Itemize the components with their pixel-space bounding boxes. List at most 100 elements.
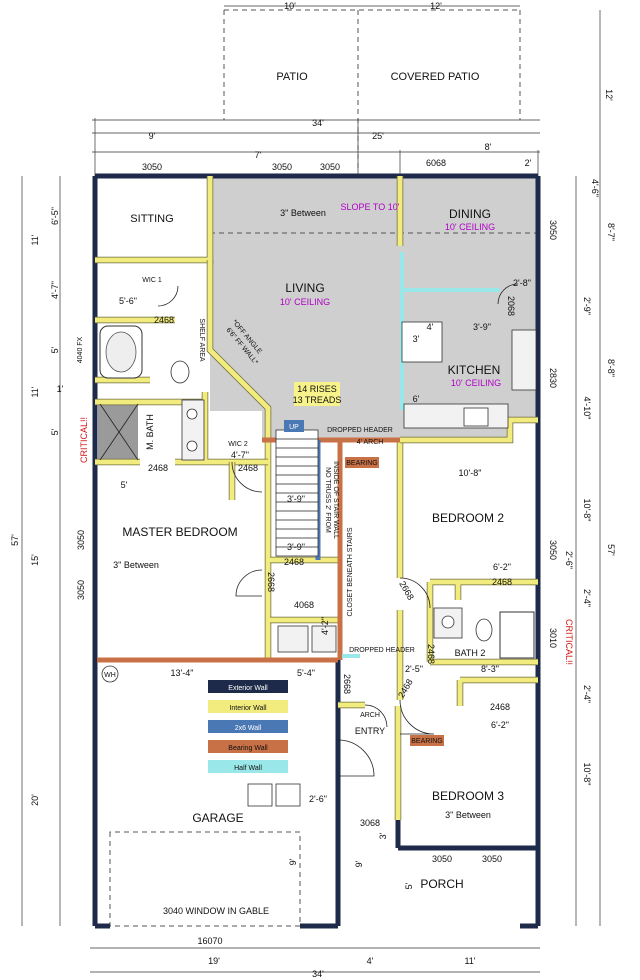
laundry-unit-2 bbox=[311, 625, 337, 653]
win-3050-b3a: 3050 bbox=[432, 854, 452, 864]
note-slope: SLOPE TO 10' bbox=[341, 202, 400, 212]
room-labels: PATIO COVERED PATIO SITTING DINING 10' C… bbox=[122, 71, 504, 891]
legend-interior: Interior Wall bbox=[229, 705, 267, 712]
dim-b5: 5' bbox=[404, 882, 414, 889]
int-closet bbox=[270, 557, 340, 623]
note-arch: ARCH bbox=[360, 712, 380, 719]
kitchen-counter-right bbox=[511, 329, 537, 391]
bath2-toilet bbox=[475, 618, 493, 642]
garage-attic-2 bbox=[275, 783, 301, 807]
stairs bbox=[275, 429, 319, 557]
dim-b9-entry: 9' bbox=[354, 860, 364, 867]
win-3050c: 3050 bbox=[320, 162, 340, 172]
dim-2: 2' bbox=[525, 158, 532, 168]
dim-6-2b: 6'-2" bbox=[491, 720, 509, 730]
dim-ticks bbox=[94, 118, 539, 176]
room-patio: PATIO bbox=[276, 71, 308, 83]
room-garage: GARAGE bbox=[192, 811, 243, 825]
dim-top-12: 12' bbox=[430, 1, 442, 11]
dim-top-10: 10' bbox=[284, 1, 296, 11]
dim-r4-6: 4'-6" bbox=[590, 179, 600, 197]
dim-r4-10: 4'-10" bbox=[582, 397, 592, 420]
door-garage bbox=[364, 704, 388, 728]
floor-fills bbox=[98, 176, 538, 462]
note-rises: 14 RISES bbox=[297, 384, 337, 394]
dim-b4: 4' bbox=[367, 956, 374, 966]
dim-13-4: 13'-4" bbox=[171, 668, 194, 678]
room-master-bedroom: MASTER BEDROOM bbox=[122, 525, 237, 539]
legend-interior-swatch bbox=[208, 700, 288, 713]
door-4068: 4068 bbox=[294, 600, 314, 610]
room-wic1: WIC 1 bbox=[142, 277, 162, 284]
note-between-master: 3" Between bbox=[113, 560, 159, 570]
room-living: LIVING bbox=[285, 281, 324, 295]
stair-treads bbox=[276, 438, 318, 548]
fixtures bbox=[99, 321, 537, 807]
note-between-bed3: 3" Between bbox=[445, 810, 491, 820]
legend-exterior-swatch bbox=[208, 680, 288, 693]
dim-9: 9' bbox=[149, 131, 156, 141]
room-bath2: BATH 2 bbox=[455, 648, 486, 658]
door-16070: 16070 bbox=[197, 936, 222, 946]
dim-34-top: 34' bbox=[312, 118, 324, 128]
dim-8-3: 8'-3" bbox=[481, 664, 499, 674]
dim-4-7: 4'-7" bbox=[231, 450, 249, 460]
dim-horizontal bbox=[90, 5, 540, 973]
win-3010: 3010 bbox=[548, 628, 558, 648]
legend-bearing-swatch bbox=[208, 740, 288, 753]
door-wic1 bbox=[157, 285, 179, 307]
water-heater bbox=[101, 665, 119, 683]
dim-4-2: 4'-2" bbox=[320, 617, 330, 635]
bearing-tag-2 bbox=[410, 735, 444, 746]
dim-3-9b: 3'-9" bbox=[287, 542, 305, 552]
dim-r2-4a: 2'-4" bbox=[582, 589, 592, 607]
kitchen-range bbox=[463, 407, 489, 427]
interior-walls bbox=[95, 176, 538, 820]
dim-3-9-kitchen: 3'-9" bbox=[473, 322, 491, 332]
dim-4: 4' bbox=[427, 322, 434, 332]
dim-6: 6' bbox=[413, 394, 420, 404]
note-shelf-area: SHELF AREA bbox=[198, 318, 205, 362]
legend-2x6: 2x6 Wall bbox=[235, 725, 262, 732]
room-bedroom3: BEDROOM 3 bbox=[432, 789, 504, 803]
exterior-walls bbox=[92, 173, 541, 929]
dim-5: 5' bbox=[121, 480, 128, 490]
legend-2x6-swatch bbox=[208, 720, 288, 733]
kitchen-fill bbox=[400, 246, 538, 440]
kitchen-counter-bottom bbox=[403, 403, 509, 429]
room-bedroom2: BEDROOM 2 bbox=[432, 511, 504, 525]
int-kitchen-bottom bbox=[400, 417, 538, 443]
master-toilet bbox=[170, 360, 190, 384]
room-porch: PORCH bbox=[420, 877, 463, 891]
int-bed3 bbox=[430, 659, 538, 706]
door-2668a: 2668 bbox=[266, 572, 276, 592]
door-2668b: 2668 bbox=[397, 579, 416, 601]
note-window-gable: 3040 WINDOW IN GABLE bbox=[163, 906, 269, 916]
living-fill-2 bbox=[210, 176, 400, 440]
note-fx: 4040 FX bbox=[77, 336, 84, 363]
win-3050-b3b: 3050 bbox=[482, 854, 502, 864]
door-2468f: 2468 bbox=[490, 702, 510, 712]
dim-r12: 12' bbox=[604, 89, 614, 101]
dim-l5a: 5' bbox=[50, 346, 60, 353]
dim-l1: 1' bbox=[57, 384, 64, 394]
dim-5-6: 5'-6" bbox=[119, 296, 137, 306]
note-dropped-header-1: DROPPED HEADER bbox=[327, 427, 393, 434]
dim-10-8: 10'-8" bbox=[459, 468, 482, 478]
win-6068: 6068 bbox=[426, 158, 446, 168]
note-between-top: 3" Between bbox=[280, 208, 326, 218]
dim-2-8: 2'-8" bbox=[513, 278, 531, 288]
shower-fill bbox=[98, 402, 138, 462]
master-tub-basin bbox=[105, 331, 137, 373]
garage-attic-1 bbox=[247, 783, 273, 807]
dim-b9-garage: 9' bbox=[288, 858, 298, 865]
dim-l6-5: 6'-5" bbox=[50, 207, 60, 225]
dim-6-2a: 6'-2" bbox=[493, 562, 511, 572]
door-2468d: 2468 bbox=[284, 557, 304, 567]
door-2468c: 2468 bbox=[238, 463, 258, 473]
dim-l57: 57' bbox=[10, 534, 20, 546]
dim-l11a: 11' bbox=[30, 234, 40, 245]
note-no-truss-2: INSIDE OF STAIR WALL bbox=[332, 461, 339, 539]
dim-l4-7: 4'-7" bbox=[50, 281, 60, 299]
bearing-walls bbox=[97, 437, 400, 663]
